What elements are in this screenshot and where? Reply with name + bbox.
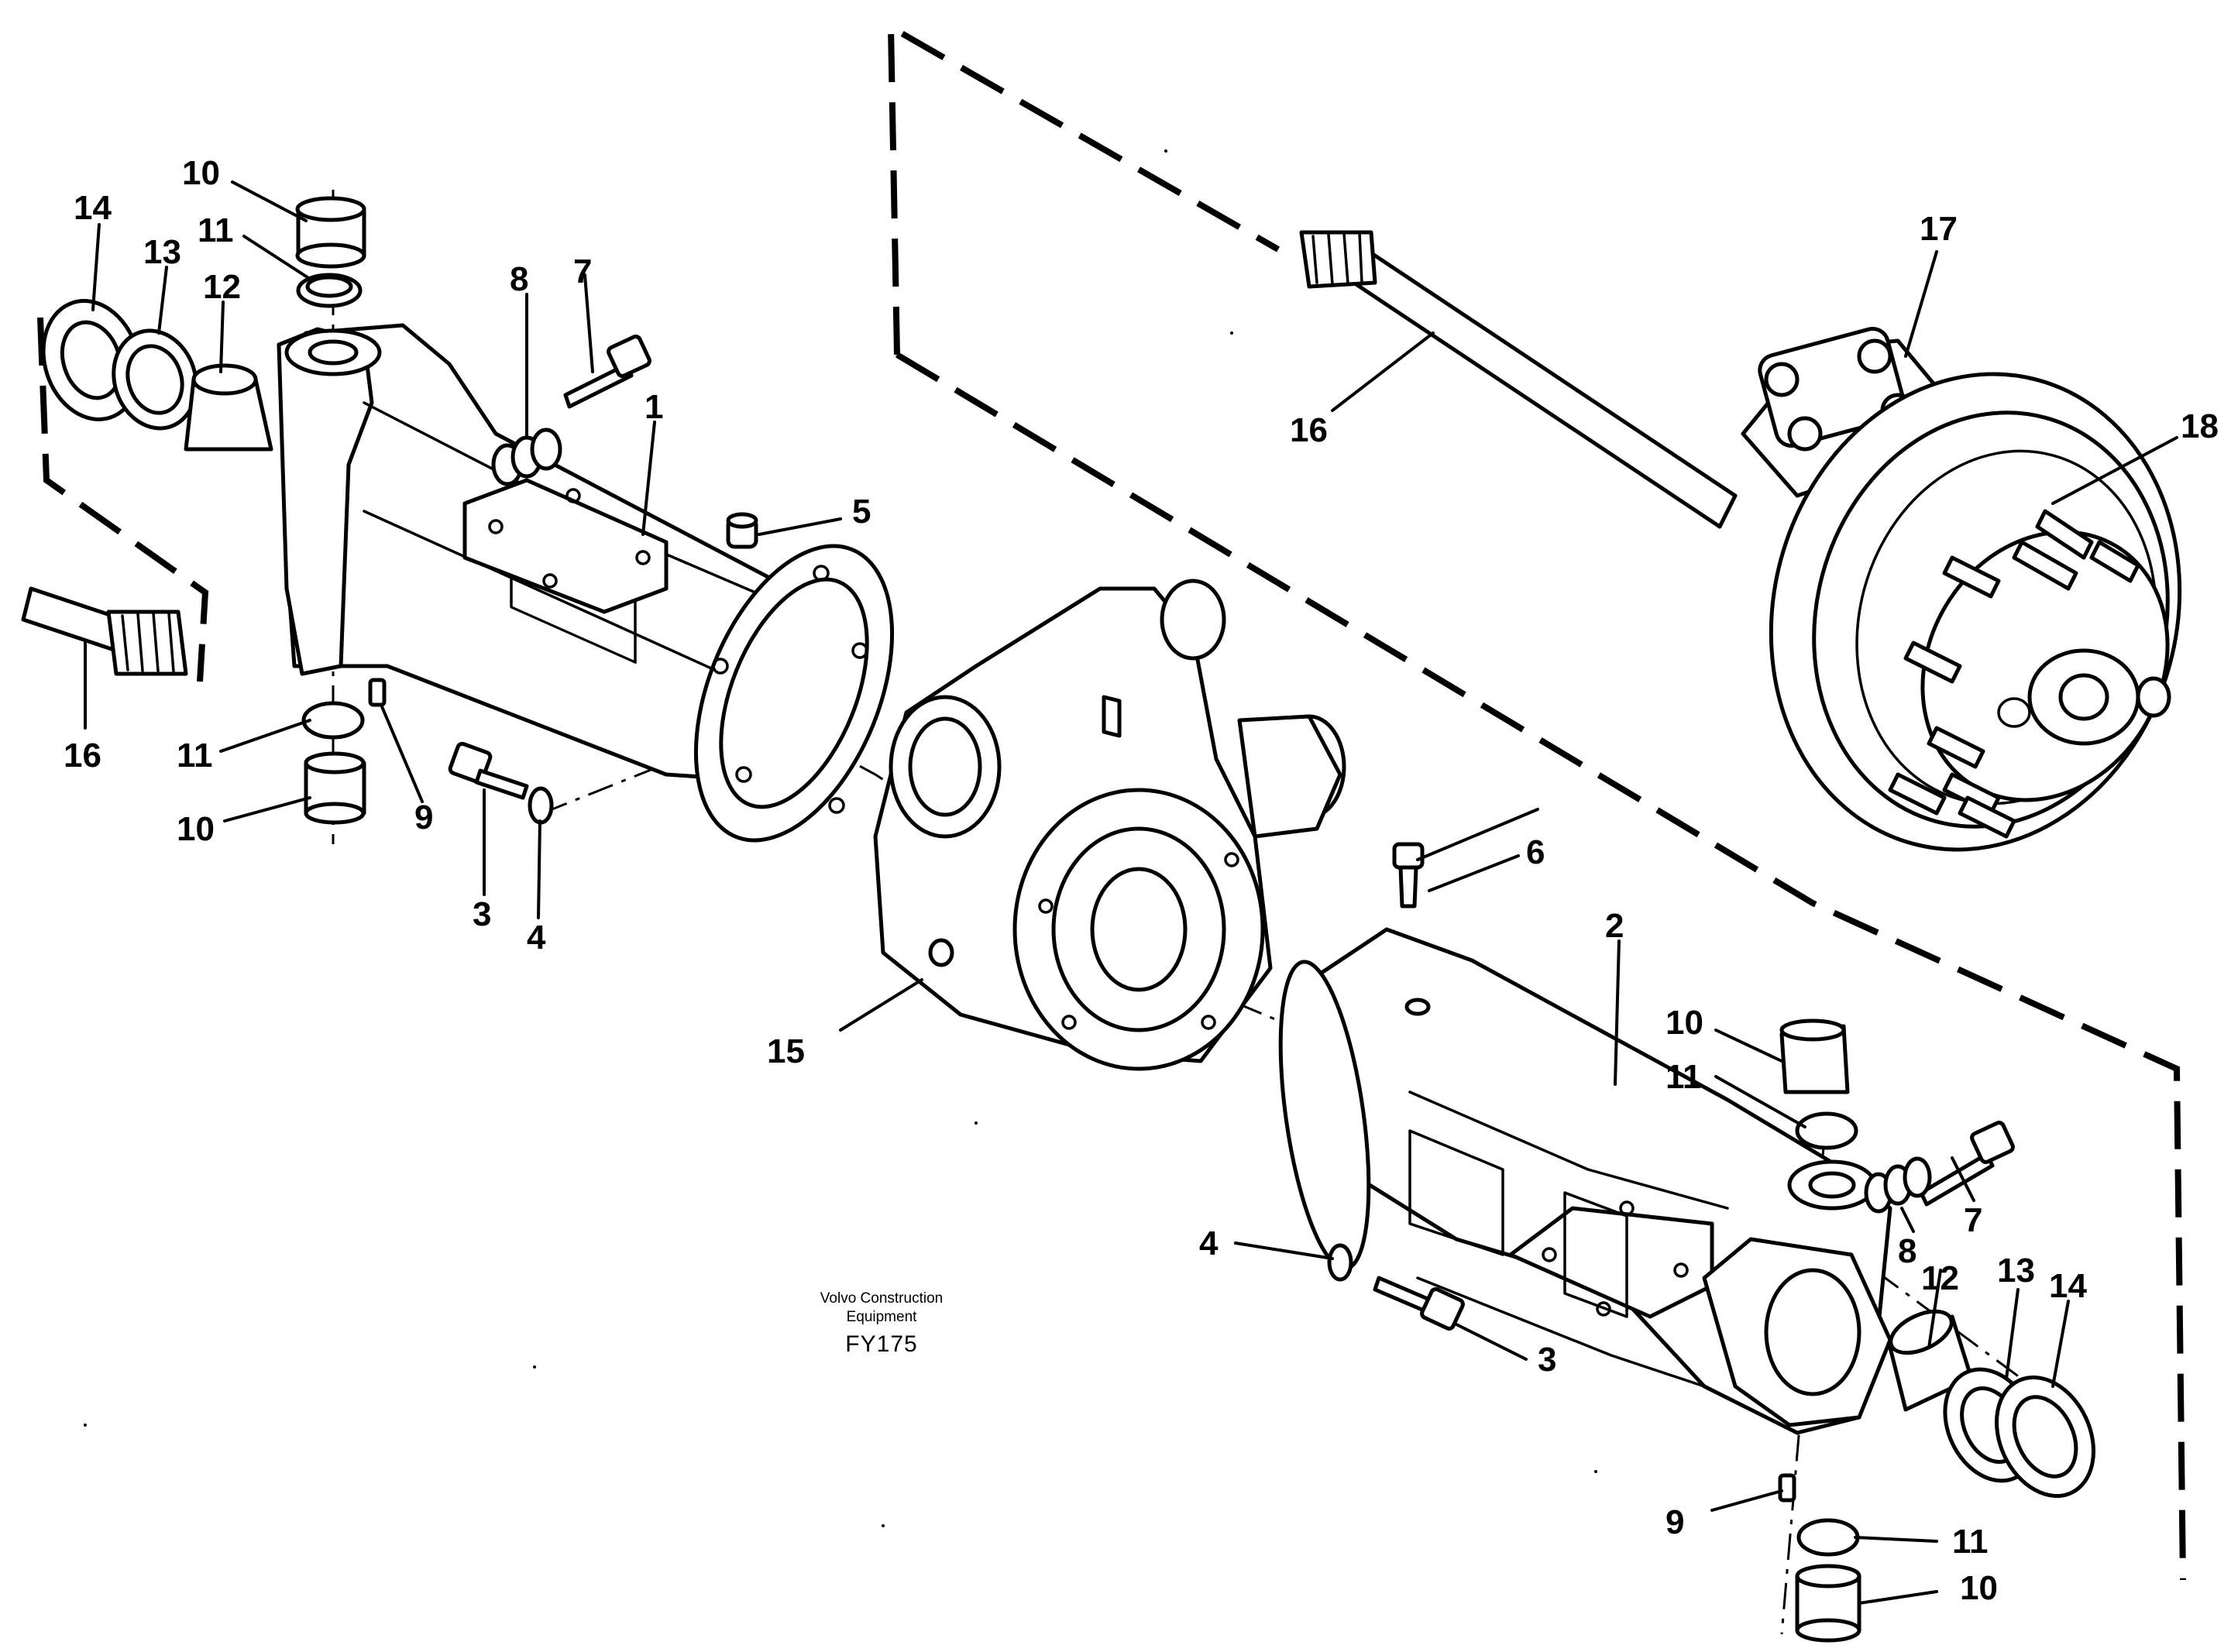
callout-1: 1	[645, 388, 663, 426]
callout-10-right-top: 10	[1666, 1004, 1703, 1042]
right-washers-8	[1864, 1156, 1932, 1214]
right-pin-9	[1778, 1473, 1796, 1503]
left-bolt-3	[448, 741, 529, 800]
left-axle-housing	[277, 323, 895, 843]
left-bolt-7	[563, 335, 651, 409]
left-washer-4	[528, 786, 554, 825]
right-bolt-7	[1919, 1121, 2015, 1207]
callout-10-left-bottom: 10	[177, 810, 215, 848]
callout-17: 17	[1920, 210, 1958, 248]
callout-14-left: 14	[74, 189, 112, 227]
callout-7-right: 7	[1964, 1201, 1982, 1239]
right-axle-housing	[1278, 927, 1892, 1435]
right-seal-11-top	[1795, 1111, 1858, 1150]
callout-16-lower: 16	[64, 737, 101, 774]
callout-4-right: 4	[1199, 1224, 1219, 1262]
callout-4-left: 4	[527, 919, 546, 957]
right-bolt-3	[1373, 1276, 1465, 1331]
caption-line-2: Equipment	[847, 1309, 918, 1325]
callout-10-right-bottom: 10	[1960, 1569, 1998, 1607]
callout-7-left: 7	[573, 252, 592, 290]
callout-3-left: 3	[473, 895, 491, 933]
callout-5: 5	[852, 493, 871, 531]
callout-9-left: 9	[414, 799, 433, 836]
left-pin-9	[368, 678, 387, 707]
scan-dots	[84, 149, 1597, 1527]
callout-11-left-top: 11	[198, 211, 234, 249]
left-seal-11-bottom	[301, 701, 365, 740]
callout-8-right: 8	[1898, 1232, 1916, 1270]
callout-8-left: 8	[510, 260, 528, 298]
left-bushing-10-top	[295, 196, 366, 269]
figure-code: FY175	[845, 1331, 917, 1357]
right-washer-4	[1327, 1243, 1353, 1282]
left-seal-11-top	[296, 273, 363, 308]
dashed-boundary	[37, 22, 2186, 1581]
callout-9-right: 9	[1666, 1503, 1684, 1541]
callout-labels: 1 2 3 3 4 4 5 6 7 7 8 8 9 9 10 10 10 10 …	[64, 154, 2219, 1607]
drive-shaft-lower	[21, 586, 188, 676]
callout-18: 18	[2181, 407, 2219, 445]
right-seal-11-bottom	[1796, 1518, 1860, 1557]
callout-10-left-top: 10	[182, 154, 220, 192]
callout-16-upper: 16	[1290, 411, 1328, 449]
right-bushing-10-top	[1779, 1018, 1850, 1094]
callout-15: 15	[767, 1032, 805, 1070]
plug-5	[726, 512, 758, 549]
callout-13-right: 13	[1997, 1252, 2035, 1290]
callout-11-right-bottom: 11	[1952, 1523, 1989, 1561]
leader-lines	[84, 180, 2178, 1605]
callout-2: 2	[1605, 907, 1624, 945]
breather-6	[1392, 842, 1425, 908]
callout-14-right: 14	[2049, 1267, 2087, 1305]
left-washers-8	[491, 428, 562, 486]
wheel-hub-assembly	[1741, 327, 2182, 852]
left-bushing-12	[184, 363, 273, 452]
callout-11-right-top: 11	[1666, 1058, 1702, 1096]
callout-11-left-bottom: 11	[177, 737, 213, 774]
right-bushing-10-bottom	[1795, 1564, 1861, 1643]
left-bushing-10-bottom	[304, 751, 366, 825]
callout-3-right: 3	[1538, 1341, 1556, 1379]
callout-12-right: 12	[1921, 1259, 1959, 1297]
publisher-caption: Volvo Construction Equipment FY175	[820, 1290, 943, 1357]
callout-13-left: 13	[143, 233, 181, 271]
left-bearing-13	[112, 328, 198, 431]
drive-shaft-upper	[1299, 230, 1738, 529]
caption-line-1: Volvo Construction	[820, 1290, 943, 1307]
differential-housing	[873, 579, 1346, 1071]
wheel-stud-group	[1888, 509, 2140, 839]
callout-6: 6	[1526, 833, 1545, 871]
callout-12-left: 12	[203, 268, 241, 306]
right-bearing-14	[1995, 1375, 2095, 1499]
